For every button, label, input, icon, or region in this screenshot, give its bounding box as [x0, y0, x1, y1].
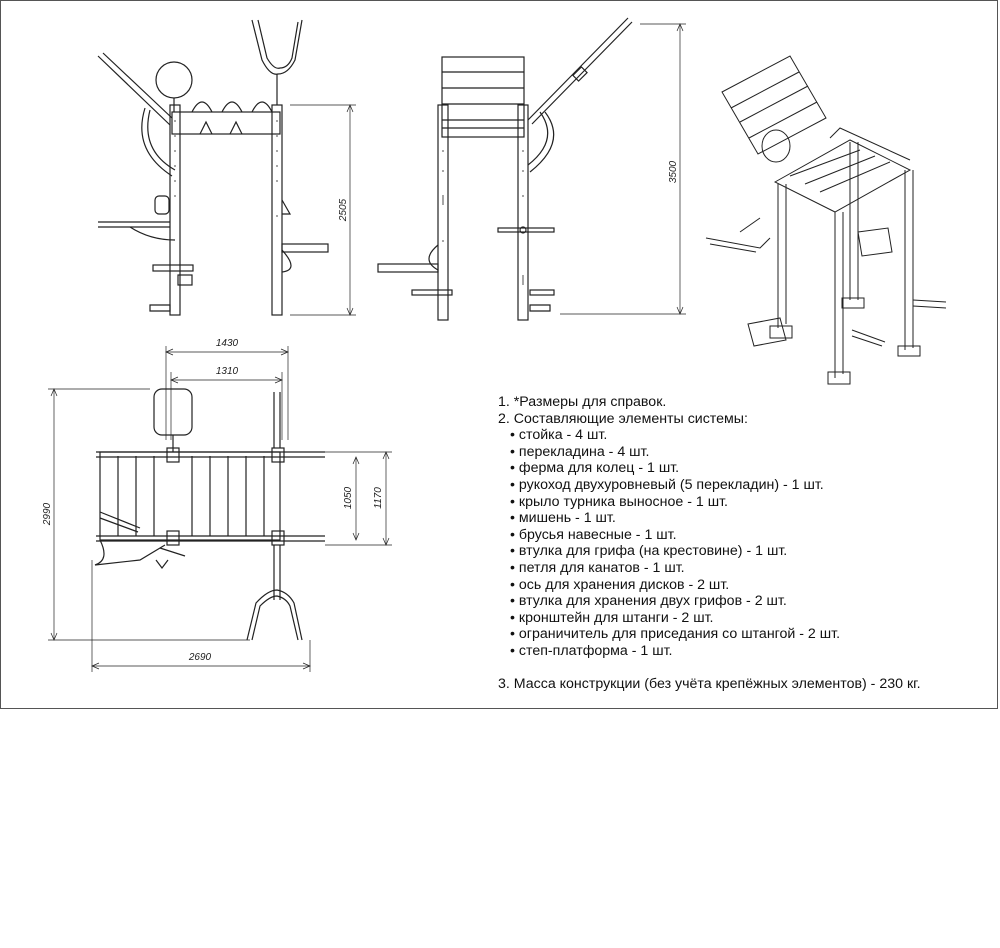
front-post-right [517, 104, 529, 321]
component-item: рукоход двухуровневый (5 перекладин) - 1… [510, 477, 988, 494]
dim-plan-height-outer: 1170 [373, 487, 384, 509]
front-post-left [437, 104, 449, 321]
iso-target [761, 129, 791, 163]
side-post-left [169, 104, 181, 316]
dim-plan-depth: 2990 [42, 502, 53, 526]
component-item: степ-платформа - 1 шт. [510, 643, 988, 660]
component-item: перекладина - 4 шт. [510, 444, 988, 461]
dim-plan-height-inner: 1050 [343, 486, 354, 509]
side-ring-truss [171, 111, 281, 135]
dim-plan-length: 2690 [188, 652, 212, 663]
component-item: втулка для грифа (на крестовине) - 1 шт. [510, 543, 988, 560]
component-item: крыло турника выносное - 1 шт. [510, 494, 988, 511]
plan-back-pad [153, 388, 193, 436]
note-mass: 3. Масса конструкции (без учёта крепёжны… [498, 675, 921, 692]
side-target-disc [155, 61, 193, 99]
plan-view [48, 346, 392, 672]
dim-plan-width-inner: 1310 [216, 366, 239, 377]
component-item: брусья навесные - 1 шт. [510, 527, 988, 544]
component-item: кронштейн для штанги - 2 шт. [510, 610, 988, 627]
component-item: ось для хранения дисков - 2 шт. [510, 577, 988, 594]
component-item: мишень - 1 шт. [510, 510, 988, 527]
components-list: стойка - 4 шт. перекладина - 4 шт. ферма… [498, 427, 988, 659]
component-item: ферма для колец - 1 шт. [510, 460, 988, 477]
dim-front-height: 3500 [668, 160, 679, 183]
plan-frame [99, 451, 281, 541]
iso-ladder [721, 55, 827, 155]
drawing-sheet [0, 0, 998, 709]
component-item: петля для канатов - 1 шт. [510, 560, 988, 577]
side-view [97, 19, 356, 316]
dim-side-height: 2505 [338, 198, 349, 222]
component-item: втулка для хранения двух грифов - 2 шт. [510, 593, 988, 610]
component-item: стойка - 4 шт. [510, 427, 988, 444]
dim-plan-width-outer: 1430 [216, 338, 239, 349]
note-reference-dimensions: 1. *Размеры для справок. [498, 394, 667, 410]
spec-notes: 1. *Размеры для справок. 2. Составляющие… [498, 394, 988, 692]
front-view [377, 17, 686, 321]
isometric-view [705, 55, 947, 385]
note-components-heading: 2. Составляющие элементы системы: [498, 410, 748, 427]
component-item: ограничитель для приседания со штангой -… [510, 626, 988, 643]
front-step-platform [377, 263, 439, 273]
front-ladder [441, 56, 525, 138]
